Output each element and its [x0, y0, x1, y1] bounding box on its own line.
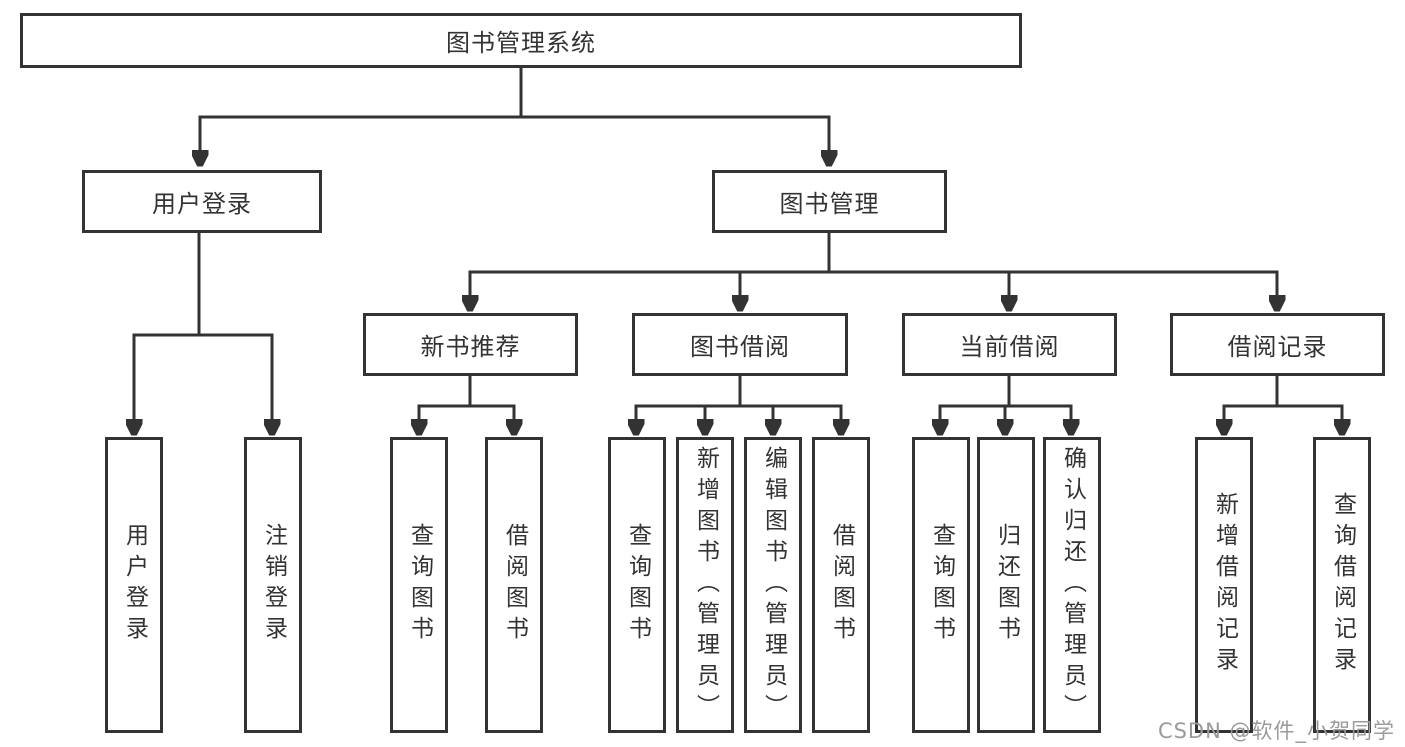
- leaf-query-book-recommend-label: 查询图书: [406, 523, 433, 647]
- leaf-query-book-recommend: 查询图书: [390, 437, 448, 733]
- leaf-confirm-return-admin-label: 确认归还（管理员）: [1059, 445, 1086, 725]
- leaf-query-borrow-record: 查询借阅记录: [1313, 437, 1371, 733]
- node-book-management: 图书管理: [712, 170, 947, 233]
- leaf-logout: 注销登录: [244, 437, 302, 733]
- leaf-logout-label: 注销登录: [260, 523, 287, 647]
- leaf-user-login: 用户登录: [105, 437, 163, 733]
- leaf-return-book: 归还图书: [977, 437, 1035, 733]
- leaf-query-book-current: 查询图书: [912, 437, 970, 733]
- leaf-borrow-book: 借阅图书: [812, 437, 870, 733]
- leaf-query-book-borrow-label: 查询图书: [624, 523, 651, 647]
- leaf-query-book-borrow: 查询图书: [608, 437, 666, 733]
- leaf-add-borrow-record: 新增借阅记录: [1195, 437, 1253, 733]
- node-root-title: 图书管理系统: [20, 13, 1022, 68]
- leaf-edit-book-admin: 编辑图书（管理员）: [744, 437, 802, 733]
- leaf-add-book-admin: 新增图书（管理员）: [676, 437, 734, 733]
- leaf-edit-book-admin-label: 编辑图书（管理员）: [760, 445, 787, 725]
- leaf-add-borrow-record-label: 新增借阅记录: [1211, 492, 1238, 678]
- leaf-query-book-current-label: 查询图书: [928, 523, 955, 647]
- csdn-watermark: CSDN @软件_小贺同学: [1157, 719, 1395, 743]
- leaf-borrow-book-label: 借阅图书: [828, 523, 855, 647]
- leaf-borrow-book-recommend-label: 借阅图书: [501, 523, 528, 647]
- node-borrow-record: 借阅记录: [1170, 313, 1385, 376]
- node-user-login: 用户登录: [82, 170, 322, 233]
- node-current-borrow: 当前借阅: [902, 313, 1117, 376]
- leaf-confirm-return-admin: 确认归还（管理员）: [1043, 437, 1101, 733]
- leaf-user-login-label: 用户登录: [121, 523, 148, 647]
- node-book-borrow: 图书借阅: [632, 313, 848, 376]
- leaf-borrow-book-recommend: 借阅图书: [485, 437, 543, 733]
- leaf-query-borrow-record-label: 查询借阅记录: [1329, 492, 1356, 678]
- leaf-return-book-label: 归还图书: [993, 523, 1020, 647]
- node-new-book-recommend: 新书推荐: [363, 313, 578, 376]
- leaf-add-book-admin-label: 新增图书（管理员）: [692, 445, 719, 725]
